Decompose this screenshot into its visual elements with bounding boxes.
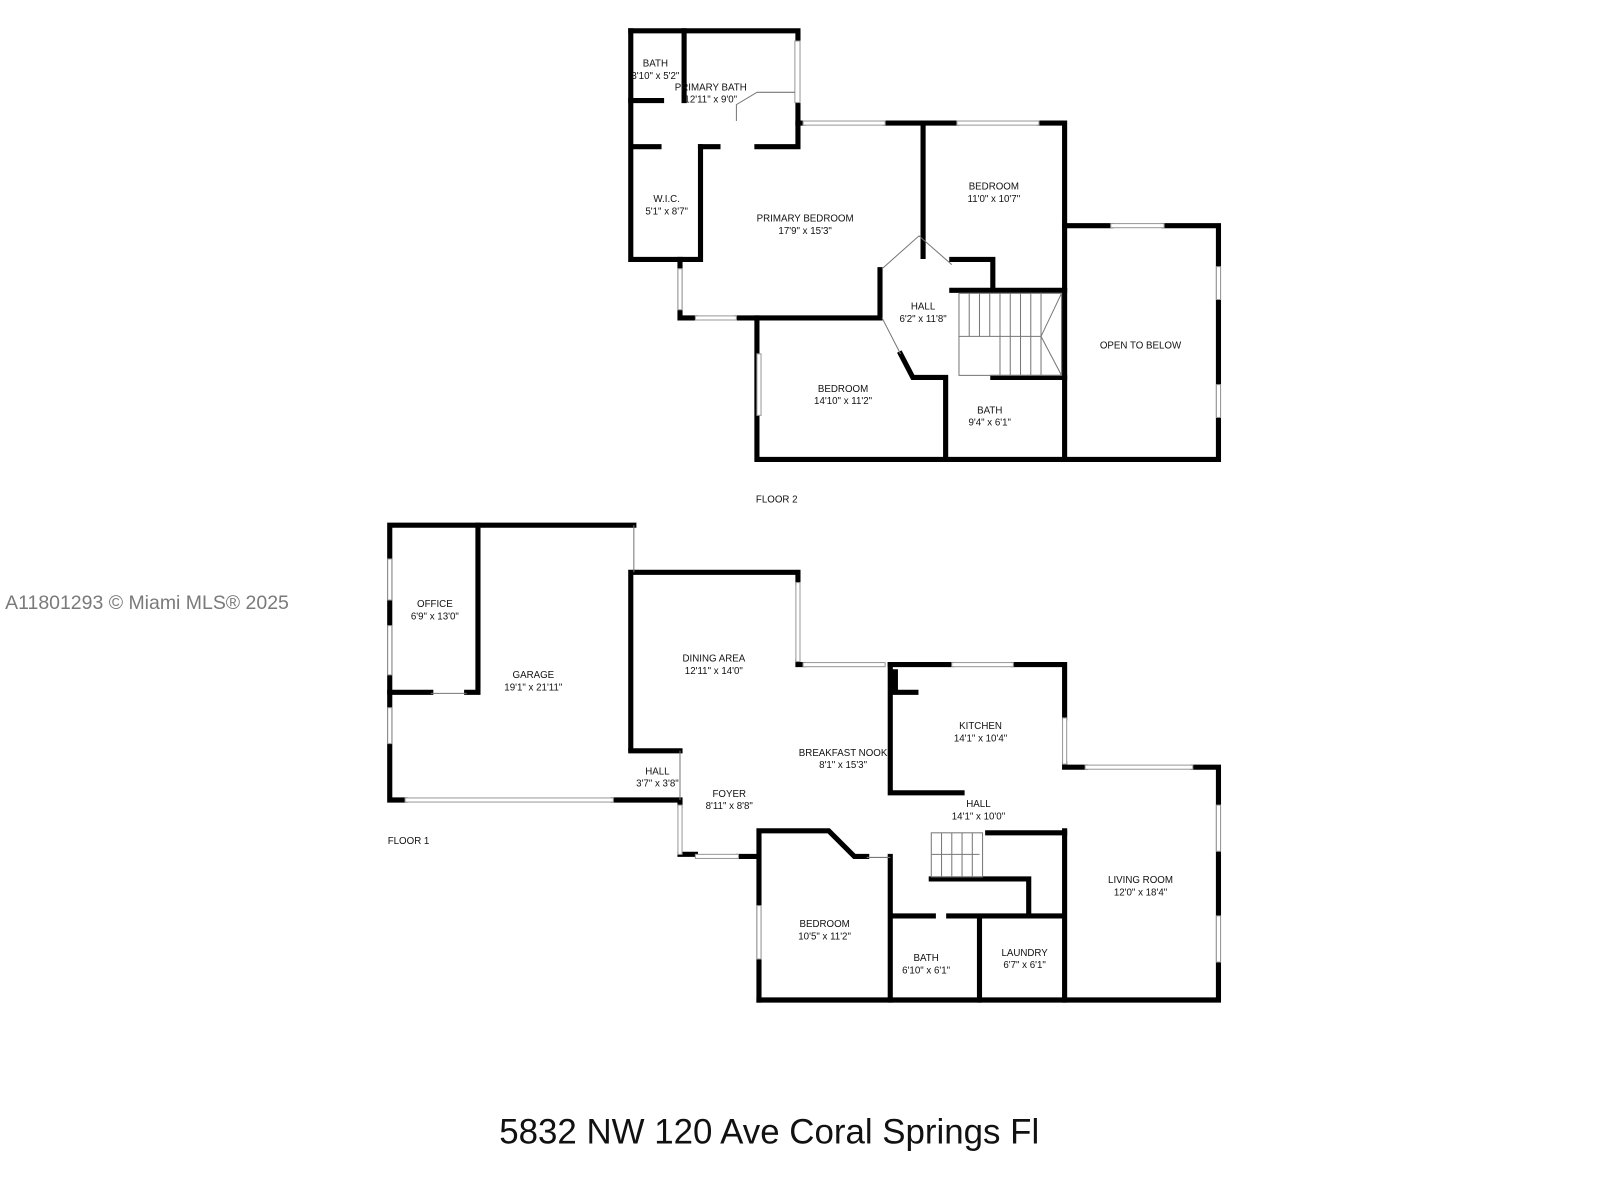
room-name: BEDROOM <box>799 919 849 930</box>
room-name: HALL <box>645 766 670 777</box>
room-name: FOYER <box>712 789 746 800</box>
floor-1-stairs <box>930 832 984 878</box>
room-name: BATH <box>643 59 668 70</box>
room-size: 6'2" x 11'8" <box>899 314 947 325</box>
room-size: 12'0" x 18'4" <box>1114 887 1168 898</box>
room-size: 14'1" x 10'4" <box>954 734 1008 745</box>
room-name: GARAGE <box>513 670 555 681</box>
room-size: 3'10" x 5'2" <box>631 71 680 82</box>
room-size: 9'4" x 6'1" <box>968 418 1011 429</box>
room-name: OPEN TO BELOW <box>1100 341 1182 352</box>
room-size: 14'10" x 11'2" <box>814 396 873 407</box>
room-name: HALL <box>911 302 936 313</box>
floor-1-plan: OFFICE 6'9" x 13'0" GARAGE 19'1" x 21'11… <box>387 522 1222 1003</box>
room-size: 6'7" x 6'1" <box>1003 960 1046 971</box>
room-size: 17'9" x 15'3" <box>778 226 832 237</box>
room-name: OFFICE <box>417 599 453 610</box>
room-name: LAUNDRY <box>1001 948 1048 959</box>
room-size: 12'11" x 9'0" <box>684 95 737 106</box>
room-size: 6'9" x 13'0" <box>411 611 460 622</box>
room-size: 8'1" x 15'3" <box>819 760 868 771</box>
room-size: 10'5" x 11'2" <box>798 931 851 942</box>
room-name: BATH <box>977 405 1002 416</box>
floor-1-label: FLOOR 1 <box>388 836 430 847</box>
room-size: 19'1" x 21'11" <box>504 682 563 693</box>
floor-1-windows <box>387 525 1222 963</box>
mls-watermark: A11801293 © Miami MLS® 2025 <box>5 592 289 614</box>
room-name: BEDROOM <box>818 384 868 395</box>
room-name: DINING AREA <box>682 654 745 665</box>
room-name: LIVING ROOM <box>1108 875 1173 886</box>
room-size: 3'7" x 3'8" <box>636 779 679 790</box>
room-size: 12'11" x 14'0" <box>685 666 744 677</box>
room-name: HALL <box>966 799 991 810</box>
property-address-title: 5832 NW 120 Ave Coral Springs Fl <box>499 1113 1039 1152</box>
room-size: 6'10" x 6'1" <box>902 965 951 976</box>
floor-2-windows <box>677 40 1222 418</box>
floor-2-label: FLOOR 2 <box>756 495 798 506</box>
room-name: BEDROOM <box>969 182 1019 193</box>
room-size: 11'0" x 10'7" <box>968 194 1021 205</box>
floor-2-plan: BATH 3'10" x 5'2" PRIMARY BATH 12'11" x … <box>628 28 1222 506</box>
room-name: BREAKFAST NOOK <box>799 748 888 759</box>
room-name: KITCHEN <box>959 721 1002 732</box>
floor-2-walls <box>628 28 1222 463</box>
room-name: PRIMARY BEDROOM <box>757 214 854 225</box>
room-name: BATH <box>914 953 939 964</box>
room-name: PRIMARY BATH <box>675 82 747 93</box>
room-size: 5'1" x 8'7" <box>645 206 688 217</box>
room-size: 8'11" x 8'8" <box>706 801 754 812</box>
floor-2-stairs <box>958 292 1063 376</box>
room-name: W.I.C. <box>653 194 680 205</box>
room-size: 14'1" x 10'0" <box>952 811 1006 822</box>
